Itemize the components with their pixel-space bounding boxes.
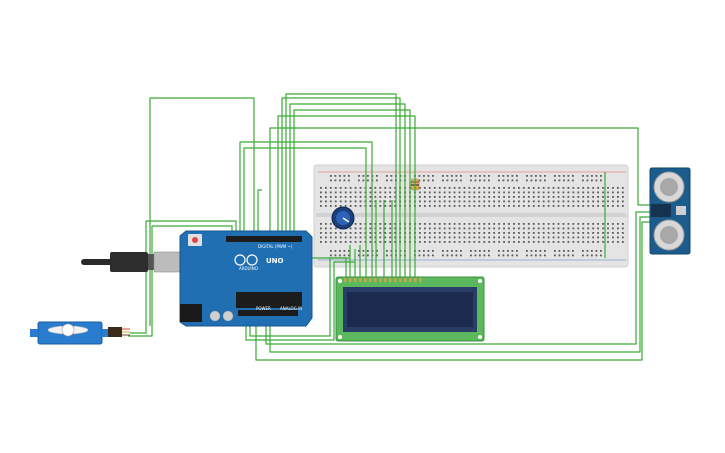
board-power-label: POWER bbox=[256, 306, 271, 311]
jumper-wire[interactable] bbox=[149, 97, 255, 326]
ultrasonic-sensor-icon[interactable] bbox=[649, 167, 691, 255]
lcd-pin-header bbox=[344, 278, 422, 282]
jumper-wire[interactable] bbox=[255, 221, 650, 361]
arduino-uno-board[interactable]: DIGITAL (PWM ~) ARDUINO UNO POWER ANALOG… bbox=[179, 230, 313, 327]
lcd-16x2[interactable] bbox=[335, 276, 485, 342]
jumper-wire[interactable] bbox=[269, 127, 650, 236]
jumper-wire[interactable] bbox=[312, 257, 347, 278]
jumper-wire[interactable] bbox=[277, 115, 416, 278]
jumper-wire[interactable] bbox=[239, 141, 373, 278]
servo-motor-icon[interactable] bbox=[30, 321, 130, 345]
jumper-wire[interactable] bbox=[130, 220, 237, 334]
jumper-wire[interactable] bbox=[245, 261, 355, 341]
jumper-wire[interactable] bbox=[289, 103, 406, 278]
jumper-wire[interactable] bbox=[128, 225, 233, 337]
jumper-wires bbox=[128, 93, 650, 361]
power-jack bbox=[180, 304, 202, 322]
board-brand: ARDUINO bbox=[239, 266, 258, 271]
jumper-wire[interactable] bbox=[281, 97, 401, 278]
digital-header bbox=[226, 236, 302, 242]
lcd-screen bbox=[347, 292, 473, 327]
board-model: UNO bbox=[266, 257, 284, 265]
power-analog-header bbox=[238, 310, 298, 316]
jumper-wire[interactable] bbox=[269, 216, 650, 353]
board-analog-label: ANALOG IN bbox=[280, 306, 302, 311]
microcontroller-chip bbox=[236, 292, 302, 308]
breadboard[interactable] bbox=[313, 164, 629, 268]
board-digital-label: DIGITAL (PWM ~) bbox=[258, 244, 293, 249]
usb-plug-icon[interactable] bbox=[81, 251, 189, 273]
jumper-wire[interactable] bbox=[257, 189, 262, 236]
potentiometer-knob-icon[interactable] bbox=[331, 206, 355, 230]
jumper-wire[interactable] bbox=[293, 109, 411, 278]
reset-button[interactable] bbox=[192, 237, 198, 243]
jumper-wire[interactable] bbox=[285, 93, 397, 278]
jumper-wire[interactable] bbox=[243, 147, 367, 278]
arduino-logo-icon bbox=[234, 254, 246, 266]
